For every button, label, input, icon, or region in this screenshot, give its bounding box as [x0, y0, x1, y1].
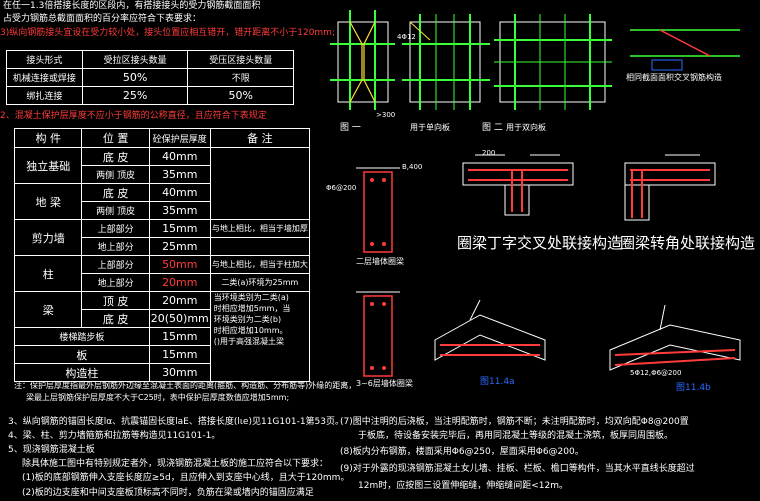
fig2-drawing: [402, 14, 490, 110]
cover-val: 15mm: [148, 219, 211, 238]
cover-pos: 底 皮: [81, 183, 150, 202]
cover-member: 独立基础: [13, 147, 83, 184]
note-5-1: (1)板的底部钢筋伸入支座长度应≥5d，且应伸入到支座中心线，且大于120mm。: [22, 473, 350, 483]
wall36-label: 3~6层墙体圈梁: [356, 379, 413, 388]
wall2-label: 二层墙体圈梁: [356, 257, 404, 266]
note-4: 4、梁、柱、剪力墙箍筋和拉筋等构造见11G101-1。: [8, 431, 221, 441]
fig114b-drawing: [609, 304, 741, 371]
cover-val: 25mm: [148, 237, 211, 256]
joint-row-type: 绑扎连接: [6, 86, 83, 105]
cover-member: 梁: [13, 291, 83, 328]
note-7b: 于板底，待设备安装完毕后，再用同混凝土等级的混凝土浇筑，板厚同周围板。: [358, 431, 674, 441]
cover-header-member: 构 件: [13, 128, 83, 148]
section-note: 相同截面面积交叉钢筋构造: [626, 73, 722, 82]
cover-thickness-table: 构 件 位 置 砼保护层厚度 备 注 独立基础 底 皮 40mm 两侧 顶皮 3…: [13, 128, 311, 382]
corner-junction-drawing: [624, 154, 716, 221]
fig1-label: 图 一: [340, 123, 361, 133]
cover-note: 环境类别为二类(b): [213, 315, 282, 324]
cover-val: 35mm: [148, 165, 211, 184]
tee-junction-drawing: [462, 154, 574, 216]
wall-section-2: [356, 167, 400, 253]
intro-line-3: 3)纵向钢筋接头宜设在受力较小处，接头位置应相互错开，错开距离不小于120mm;: [0, 28, 335, 38]
intro-line-2: 占受力钢筋总截面面积的百分率应符合下表要求：: [3, 14, 202, 24]
note-8: (8)板内分布钢筋，楼面采用Φ6@250，屋面采用Φ6@200。: [340, 447, 584, 457]
cover-val: 15mm: [148, 327, 211, 346]
cover-member: 地 梁: [13, 183, 83, 220]
note-3: 3、纵向钢筋的锚固长度lα、抗震锚固长度laE、搭接长度(lιe)见11G101…: [8, 417, 344, 427]
cover-val: 30mm: [148, 363, 211, 382]
protect-note-2: 梁最上层钢筋保护层厚度不大于C25时，表中保护层厚度数值应增加5mm;: [26, 393, 290, 402]
cover-note: 2、混凝土保护层厚度不应小于钢筋的公称直径，且应符合下表规定: [0, 111, 267, 121]
fig114a-label: 图11.4a: [480, 377, 515, 387]
note-5-2: (2)板的边支座和中间支座板顶标高不同时，负筋在梁或墙内的锚固应满足: [22, 488, 314, 498]
note-7a: (7)图中注明的后浇板，当注明配筋时，钢筋不断；未注明配筋时，均双向配Φ8@20…: [340, 417, 689, 427]
cover-note: 当环境类别为二类(a): [213, 293, 289, 302]
wall-section-36: [356, 291, 400, 377]
joint-percentage-table: 接头形式 受拉区接头数量 受压区接头数量 机械连接或焊接 50% 不限 绑扎连接…: [6, 50, 294, 105]
cover-val: 20mm: [148, 273, 211, 292]
joint-row-compression: 50%: [187, 86, 294, 105]
fig2-note: 用于双向板: [506, 123, 546, 132]
cover-note: 与地上相比，相当于柱加大: [209, 255, 311, 274]
cover-note: 时相应增加10mm。: [213, 326, 288, 335]
cover-val: 20(50)mm: [148, 309, 211, 328]
corner-title: 圈梁转角处联接构造: [620, 234, 756, 252]
cover-note: 时相应增加5mm，当: [213, 304, 291, 313]
cover-pos: 顶 皮: [81, 291, 150, 310]
fig1-drawing: [330, 10, 395, 110]
tee-title: 圈梁丁字交叉处联接构造: [457, 234, 623, 252]
dim-b400: B,400: [402, 163, 423, 171]
dim-5d12: 5Φ12,Φ6@200: [630, 369, 682, 377]
fig114b-label: 图11.4b: [676, 383, 711, 393]
cover-header-note: 备 注: [209, 128, 311, 148]
joint-row-tension: 50%: [81, 68, 189, 87]
note-5: 5、现浇钢筋混凝土板: [8, 445, 95, 455]
note-9b: 12m时，应按图三设置伸缩缝，伸缩缝间距<12m。: [358, 481, 568, 491]
fig3-drawing: [494, 14, 612, 110]
dim-stirrup: Φ6@200: [326, 184, 357, 192]
fig2-label: 图 二: [482, 123, 503, 133]
cover-val: 35mm: [148, 201, 211, 220]
note-9a: (9)对于外露的现浇钢筋混凝土女儿墙、挂板、栏板、檐口等构件，当其水平直线长度超…: [340, 464, 695, 474]
fig114a-drawing: [434, 299, 546, 361]
dim-200: 200: [482, 149, 496, 157]
intro-line-1: 在任一1.3倍搭接长度的区段内，有搭接接头的受力钢筋截面面积: [3, 1, 261, 11]
dim-4d12: 4Φ12: [397, 33, 416, 41]
cover-val: 15mm: [148, 345, 211, 364]
dim-300: >300: [376, 111, 396, 119]
fig1-note: 用于单向板: [410, 123, 450, 132]
fig4-drawing: [630, 29, 740, 71]
cover-note: ()用于高强混凝土梁: [213, 337, 284, 346]
note-5-intro: 除具体施工图中有特别规定者外，现浇钢筋混凝土板的施工应符合以下要求：: [22, 459, 329, 469]
protect-note-1: 注：保护层厚度指最外层钢筋外边缘至混凝土表面的距离(箍筋、构造筋、分布筋等)外缘…: [14, 381, 357, 390]
